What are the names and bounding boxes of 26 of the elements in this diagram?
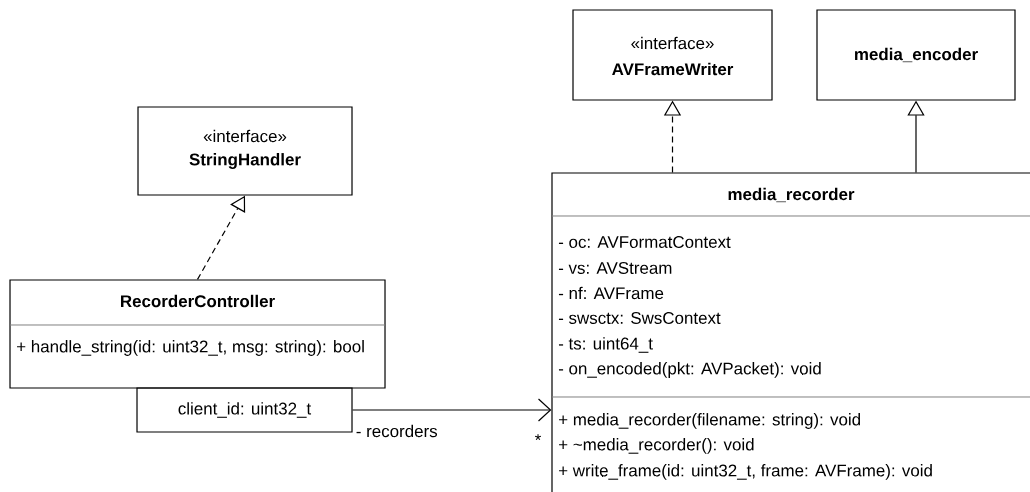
class-name: media_recorder [728, 187, 855, 203]
association-arrow [352, 398, 552, 422]
class-box [816, 9, 1016, 101]
stereotype: «interface» [631, 36, 714, 50]
class-box [137, 106, 353, 196]
class-name: RecorderController [121, 294, 275, 308]
member: + write_frame(id: uint32_t, frame: AVFrame): void [559, 464, 932, 480]
class-box [572, 9, 773, 101]
member: - nf: AVFrame [558, 286, 664, 300]
member: - oc: AVFormatContext [558, 236, 731, 248]
member: - swsctx: SwsContext [558, 312, 721, 324]
member: + ~media_recorder(): void [559, 438, 754, 454]
member: - ts: uint64_t [558, 337, 653, 353]
member: + handle_string(id: uint32_t, msg: string): bool [17, 340, 364, 356]
class-name: AVFrameWriter [612, 62, 734, 76]
member: + media_recorder(filename: string): void [559, 413, 860, 429]
member: - vs: AVStream [558, 262, 672, 274]
stereotype: client_id: uint32_t [178, 402, 312, 418]
class-name: media_encoder [855, 47, 978, 63]
class-box [551, 172, 1030, 492]
class-box [9, 279, 386, 389]
class-name: StringHandler [189, 153, 301, 169]
edge-label: - recorders [354, 423, 439, 439]
stereotype: «interface» [203, 129, 287, 143]
member: - on_encoded(pkt: AVPacket): void [558, 362, 821, 378]
class-box [136, 387, 353, 433]
